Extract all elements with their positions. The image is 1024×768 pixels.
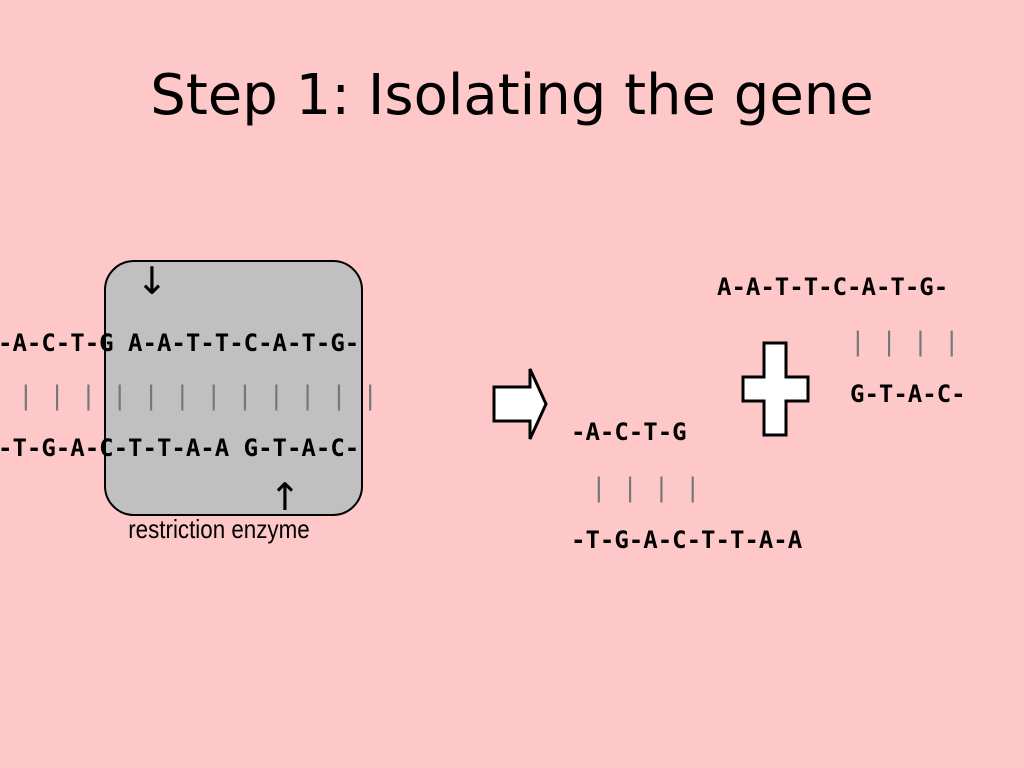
dna-top-strand: -A-C-T-G A-A-T-T-C-A-T-G- [0, 329, 360, 357]
right-fragment-bottom-strand: G-T-A-C- [850, 380, 966, 408]
up-arrow-icon: ↑ [269, 475, 301, 519]
restriction-enzyme-box [104, 260, 363, 516]
dna-bottom-strand: -T-G-A-C-T-T-A-A G-T-A-C- [0, 434, 360, 462]
right-arrow-icon [492, 368, 548, 440]
enzyme-label: restriction enzyme [128, 514, 310, 544]
slide-title: Step 1: Isolating the gene [150, 63, 874, 128]
left-fragment-bonds: | | | | [591, 473, 701, 503]
right-fragment-bonds: | | | | [850, 327, 960, 357]
dna-base-pair-bonds: | | | | | | | | | | | | [18, 381, 379, 411]
left-fragment-bottom-strand: -T-G-A-C-T-T-A-A [571, 526, 803, 554]
right-fragment-top-strand: A-A-T-T-C-A-T-G- [717, 273, 949, 301]
left-fragment-top-strand: -A-C-T-G [571, 418, 687, 446]
plus-icon [741, 341, 810, 437]
down-arrow-icon: ↓ [136, 259, 168, 303]
